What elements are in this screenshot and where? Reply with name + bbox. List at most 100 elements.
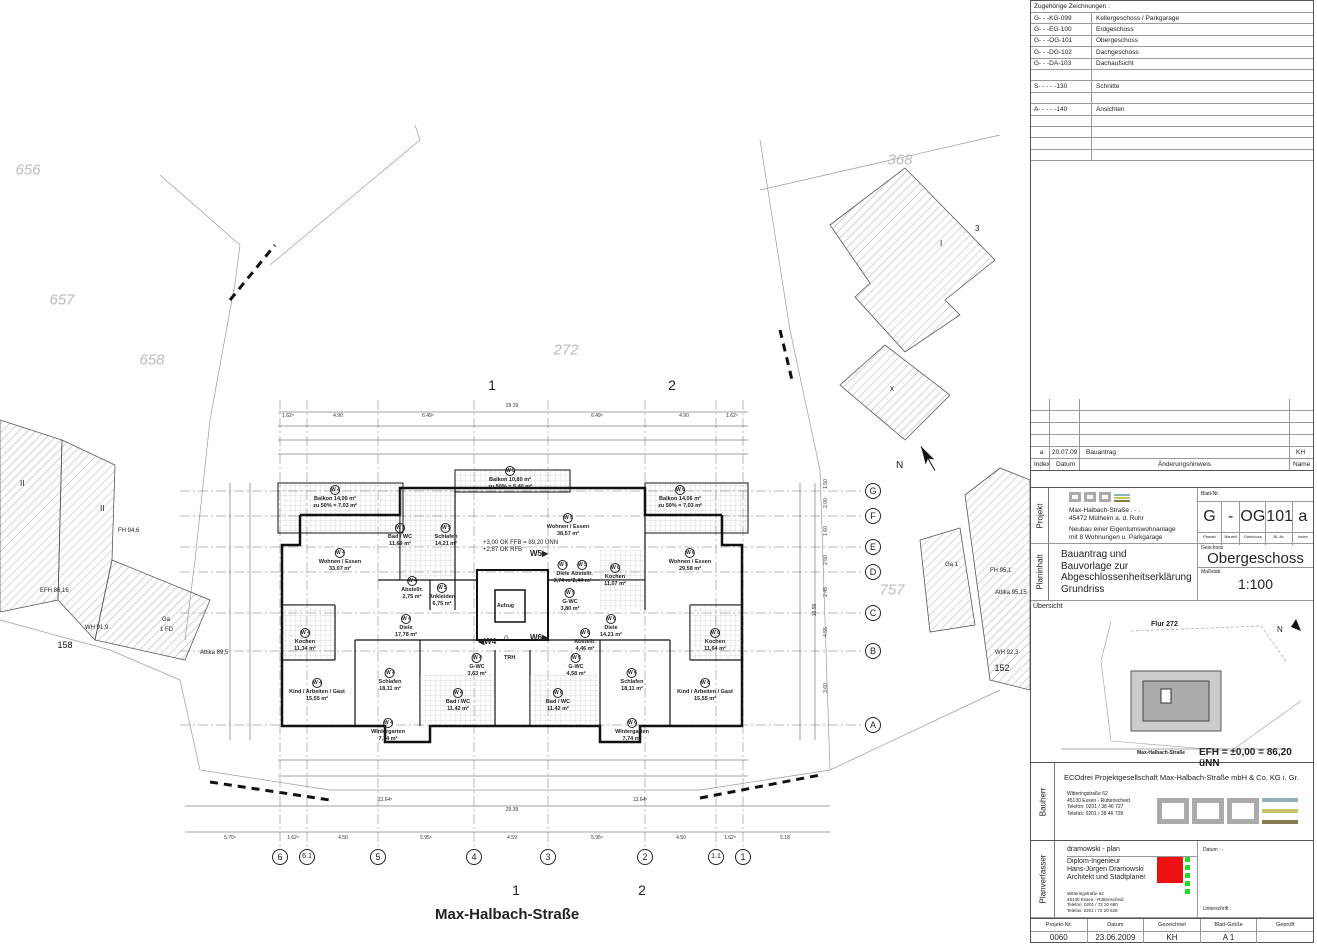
divider <box>1079 423 1080 434</box>
room-tag: W 6 <box>699 678 710 688</box>
room-area: 3,63 m² <box>467 670 487 677</box>
grid-axis-col: 1.1 <box>708 849 724 865</box>
blatt-sub: Bl.-Nr. <box>1266 532 1292 541</box>
grid-axis-col: 6 <box>272 849 288 865</box>
lift-label: Aufzug <box>497 603 514 609</box>
divider <box>1049 411 1050 422</box>
room-name: Abstellr. <box>574 639 596 645</box>
neighbor-label: 3 <box>975 224 980 233</box>
blatt-cell: -Bauteil <box>1220 502 1240 545</box>
room-tag: W 6 <box>579 628 590 638</box>
revision-empty-row <box>1031 423 1313 435</box>
related-drawing-row <box>1031 92 1313 105</box>
room-tag: W 6 <box>684 548 695 558</box>
related-code: G- - -DG-102 <box>1034 48 1072 56</box>
scale-value: 1:100 <box>1237 576 1274 592</box>
section-marker: 2 <box>668 377 676 393</box>
room-tag: W 6 <box>627 668 637 678</box>
grid-axis-col: 5 <box>370 849 386 865</box>
blatt-value: - <box>1227 508 1234 525</box>
room-area: 15,55 m² <box>693 695 717 702</box>
related-code: G- - -KG-099 <box>1034 14 1072 22</box>
related-drawing-row <box>1031 138 1313 150</box>
neighbor-label: Ga <box>162 617 171 623</box>
room-name: Bad / WC <box>387 534 413 540</box>
projekt-address: Max-Halbach-Straße . - .45472 Mülheim a.… <box>1069 507 1176 541</box>
dimension: 6.49⁵ <box>591 413 603 419</box>
room-area: 11,34 m² <box>294 645 316 652</box>
room-area: zu 50% = 7,03 m² <box>658 502 702 509</box>
room-name: Abstellr. <box>571 571 593 577</box>
floor-plan-drawing <box>0 124 1030 848</box>
dimension: 15.59 <box>812 603 818 617</box>
room-name: Diele <box>399 625 413 631</box>
divider <box>1091 81 1092 92</box>
dimension: 5.95⁵ <box>420 835 432 841</box>
room-name: G-WC <box>469 664 485 670</box>
room-area: 3,80 m² <box>560 605 580 612</box>
room-name: Ankleiden <box>428 594 456 600</box>
core-g-label: G <box>504 636 509 642</box>
room-area: 15,55 m² <box>305 695 329 702</box>
room-area: 11,07 m² <box>604 580 626 587</box>
parcel-number: 152 <box>994 663 1010 673</box>
entrance-w5: W5▶ <box>530 549 549 558</box>
room-area: 38,57 m² <box>556 530 580 537</box>
level-note: +3,00 OK FFB = 89,20 ÜNN+2,87 OK RFB <box>483 540 559 553</box>
divider <box>1091 149 1092 161</box>
dimension: 29.39 <box>505 403 519 409</box>
dimension: 4.90 <box>333 413 343 419</box>
room-area: 3,74 m² <box>553 577 573 584</box>
divider <box>1091 58 1092 69</box>
room-tag: W 5 <box>436 583 447 593</box>
grid-axis-A: A <box>865 717 881 733</box>
room-area: 11,42 m² <box>547 705 569 712</box>
related-code <box>1031 70 1034 80</box>
divider <box>1091 24 1092 35</box>
room-name: Wohnen / Essen <box>546 524 590 530</box>
footer-cell: 23.06.2009 <box>1086 931 1144 943</box>
room-tag: W 5 <box>558 560 568 570</box>
related-name <box>1093 70 1096 80</box>
neighbor-label: I <box>940 239 943 248</box>
uebersicht-section: Übersicht Flur 272 N Max-Halbach-Straße … <box>1031 601 1313 769</box>
room-name: Balkon 14,06 m² <box>314 496 356 502</box>
eco-logo-small <box>1069 492 1130 502</box>
neighbor-buildings <box>0 167 1030 691</box>
divider <box>1091 138 1092 149</box>
grid-axis-E: E <box>865 539 881 555</box>
divider <box>1091 47 1092 58</box>
neighbor-label: II <box>100 504 105 513</box>
parcel-number: 757 <box>879 581 905 599</box>
room-tag: W 4 <box>330 485 340 495</box>
room-tag: W 6 <box>675 485 685 495</box>
footer-cell: Projekt-Nr. <box>1045 921 1072 928</box>
room-name: Diele <box>604 625 618 631</box>
room-name: Schlafen <box>378 679 402 685</box>
grid-axis-F: F <box>865 508 881 524</box>
section-marker: 2 <box>638 882 646 898</box>
room-name: Diele <box>556 571 570 577</box>
room-area: 33,07 m² <box>328 565 352 572</box>
footer-cell: A 1 <box>1199 931 1257 943</box>
room-area: 4,46 m² <box>575 645 595 652</box>
room-name: Wohnen / Essen <box>668 559 712 565</box>
footer-cell <box>1256 931 1313 943</box>
related-code: G- - -DA-103 <box>1034 60 1072 68</box>
divider <box>1049 399 1050 410</box>
room-name: Kochen <box>704 639 726 645</box>
room-tag: W 4 <box>472 653 482 663</box>
